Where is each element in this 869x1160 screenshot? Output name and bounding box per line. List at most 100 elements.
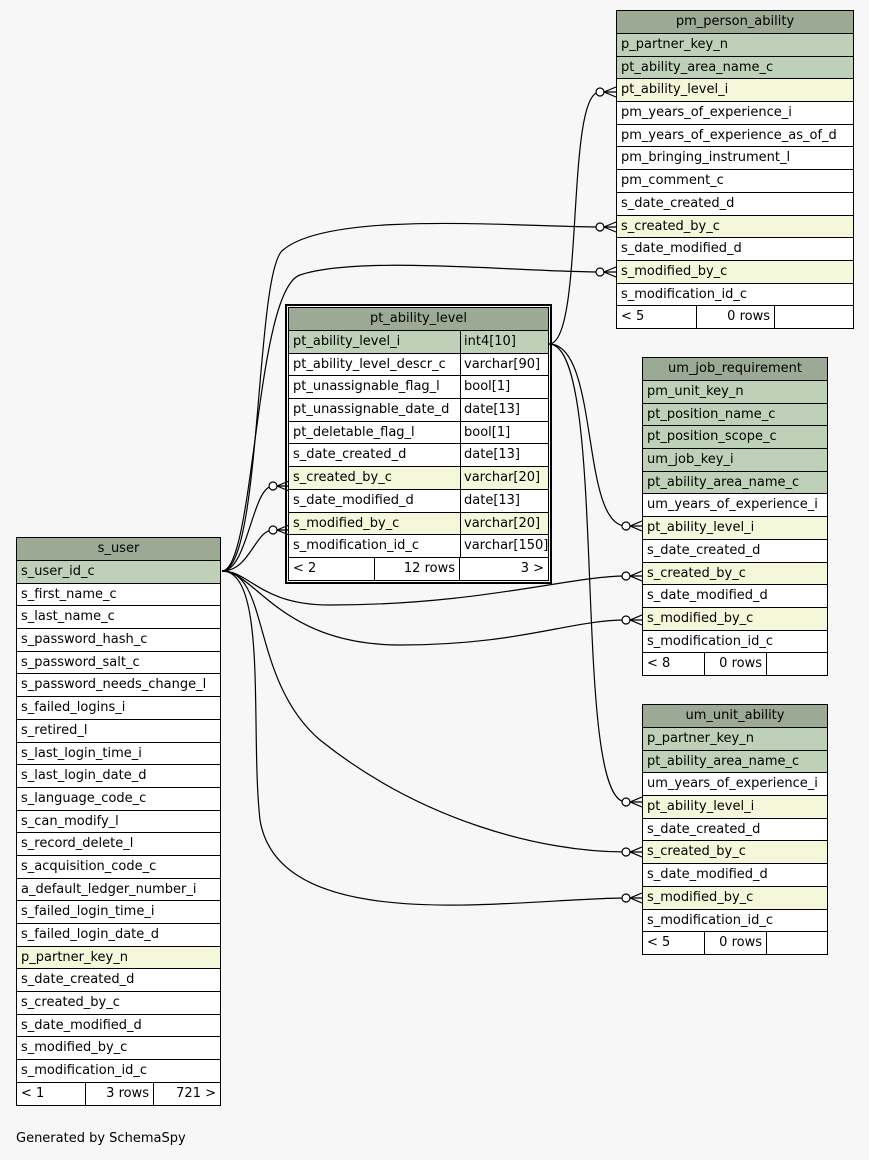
column-row[interactable]: s_failed_login_time_i bbox=[17, 901, 220, 924]
column-row[interactable]: s_created_by_c bbox=[643, 841, 827, 865]
column-row[interactable]: s_modification_id_c bbox=[17, 1060, 220, 1083]
column-name: pt_ability_level_i bbox=[647, 520, 755, 536]
row-count: 12 rows bbox=[375, 557, 460, 580]
column-row[interactable]: s_modified_by_c bbox=[643, 607, 827, 631]
column-row[interactable]: s_modification_id_c bbox=[643, 910, 827, 933]
column-row[interactable]: s_failed_login_date_d bbox=[17, 924, 220, 947]
column-row[interactable]: s_date_created_d bbox=[17, 969, 220, 993]
column-name: p_partner_key_n bbox=[647, 731, 754, 746]
column-row[interactable]: pm_bringing_instrument_l bbox=[617, 147, 853, 171]
column-row[interactable]: s_acquisition_code_c bbox=[17, 856, 220, 879]
column-name: s_date_created_d bbox=[21, 972, 135, 988]
column-list: p_partner_key_n pt_ability_area_name_c um_… bbox=[643, 728, 827, 933]
column-row[interactable]: p_partner_key_n bbox=[617, 34, 853, 57]
column-row[interactable]: a_default_ledger_number_i bbox=[17, 879, 220, 902]
column-row[interactable]: p_partner_key_n bbox=[17, 946, 220, 970]
column-row[interactable]: pt_position_scope_c bbox=[643, 426, 827, 450]
column-row[interactable]: pt_position_name_c bbox=[643, 403, 827, 427]
column-row[interactable]: um_years_of_experience_i bbox=[643, 494, 827, 518]
column-row[interactable]: s_date_modified_d bbox=[617, 238, 853, 261]
column-row[interactable]: s_modification_id_c bbox=[617, 284, 853, 307]
table-title[interactable]: um_unit_ability bbox=[643, 705, 827, 728]
link-user-to-unit-created bbox=[221, 570, 627, 853]
column-row[interactable]: s_date_created_d bbox=[643, 540, 827, 563]
column-row[interactable]: pm_years_of_experience_i bbox=[617, 102, 853, 125]
column-row[interactable]: s_user_id_c bbox=[17, 561, 220, 584]
table-title[interactable]: pt_ability_level bbox=[289, 308, 548, 331]
column-row[interactable]: s_language_code_c bbox=[17, 788, 220, 811]
column-row[interactable]: s_modified_by_c bbox=[643, 886, 827, 910]
column-row[interactable]: um_job_key_i bbox=[643, 449, 827, 472]
column-row[interactable]: pt_ability_level_i bbox=[643, 517, 827, 540]
column-row[interactable]: s_date_created_d bbox=[617, 193, 853, 216]
column-row[interactable]: s_last_login_date_d bbox=[17, 765, 220, 788]
column-row[interactable]: pt_ability_area_name_c bbox=[643, 471, 827, 495]
column-row[interactable]: s_failed_logins_i bbox=[17, 697, 220, 720]
row-count: 3 rows bbox=[86, 1082, 154, 1105]
column-row[interactable]: s_retired_l bbox=[17, 720, 220, 743]
column-name: s_date_created_d bbox=[293, 447, 407, 463]
column-row[interactable]: s_record_delete_l bbox=[17, 833, 220, 856]
column-row[interactable]: s_date_modified_d bbox=[643, 585, 827, 608]
column-type: varchar[150] bbox=[460, 535, 548, 557]
column-row[interactable]: s_modified_by_c bbox=[17, 1037, 220, 1061]
column-name: pt_ability_area_name_c bbox=[647, 753, 800, 769]
row-count: 0 rows bbox=[697, 306, 775, 329]
column-row[interactable]: s_password_hash_c bbox=[17, 629, 220, 652]
table-um-unit-ability[interactable]: um_unit_ability p_partner_key_n pt_abilit… bbox=[642, 704, 828, 956]
column-row[interactable]: pm_unit_key_n bbox=[643, 381, 827, 404]
column-row[interactable]: s_created_by_c bbox=[617, 215, 853, 239]
child-count bbox=[775, 306, 853, 328]
column-row[interactable]: pt_ability_level_i bbox=[643, 796, 827, 819]
row-count: 0 rows bbox=[705, 932, 767, 955]
column-name: s_password_salt_c bbox=[21, 654, 140, 670]
column-row[interactable]: s_date_modified_d bbox=[17, 1015, 220, 1038]
child-count bbox=[767, 653, 827, 675]
column-row[interactable]: s_created_by_c bbox=[643, 562, 827, 586]
column-row[interactable]: s_password_needs_change_l bbox=[17, 674, 220, 698]
column-row[interactable]: s_modified_by_c bbox=[617, 260, 853, 284]
column-row[interactable]: s_date_modified_d bbox=[643, 864, 827, 887]
column-row[interactable]: s_last_login_time_i bbox=[17, 743, 220, 766]
table-title[interactable]: s_user bbox=[17, 538, 220, 561]
column-name: s_retired_l bbox=[21, 722, 88, 738]
column-name: a_default_ledger_number_i bbox=[21, 881, 197, 897]
column-row[interactable]: s_last_name_c bbox=[17, 606, 220, 630]
column-row[interactable]: s_first_name_c bbox=[17, 584, 220, 607]
column-row[interactable]: s_date_created_d bbox=[643, 819, 827, 842]
column-name: pt_ability_level_i bbox=[293, 334, 401, 349]
column-row[interactable]: pt_ability_level_i bbox=[617, 79, 853, 103]
column-row[interactable]: pt_ability_area_name_c bbox=[617, 56, 853, 80]
table-title[interactable]: um_job_requirement bbox=[643, 358, 827, 381]
column-row[interactable]: s_password_salt_c bbox=[17, 652, 220, 675]
column-row[interactable]: s_created_by_c bbox=[17, 992, 220, 1015]
column-row[interactable]: pt_ability_area_name_c bbox=[643, 750, 827, 774]
column-row[interactable]: s_modification_id_c bbox=[643, 631, 827, 654]
column-row[interactable]: s_can_modify_l bbox=[17, 811, 220, 834]
column-row[interactable]: p_partner_key_n bbox=[643, 728, 827, 751]
column-name: pt_unassignable_flag_l bbox=[293, 379, 440, 395]
table-title[interactable]: pm_person_ability bbox=[617, 11, 853, 34]
column-row[interactable]: pm_comment_c bbox=[617, 170, 853, 193]
parent-count: < 1 bbox=[17, 1082, 86, 1105]
column-row[interactable]: pm_years_of_experience_as_of_d bbox=[617, 125, 853, 148]
crows-foot-marker bbox=[621, 614, 643, 626]
column-row[interactable]: um_years_of_experience_i bbox=[643, 773, 827, 797]
link-user-to-person-created bbox=[221, 222, 601, 572]
